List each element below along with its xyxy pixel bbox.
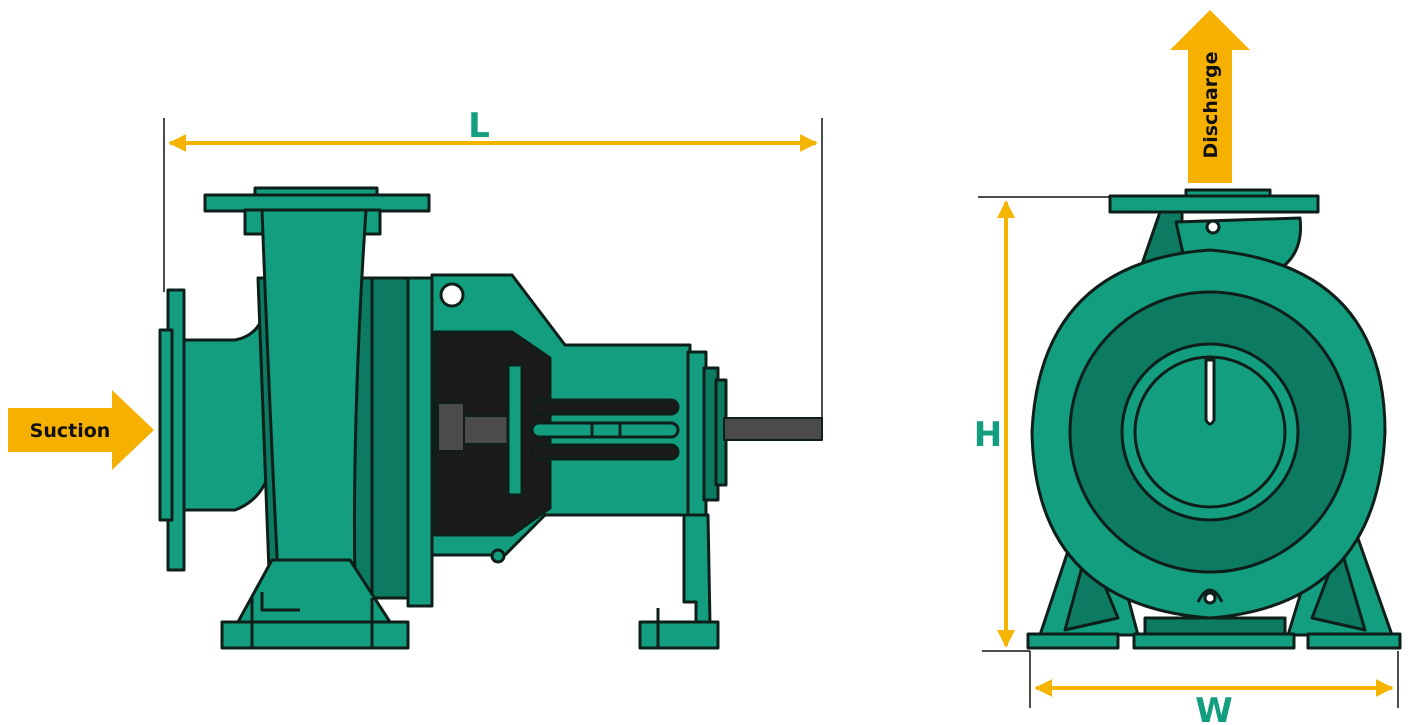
dimension-lines: L H W — [163, 106, 1399, 725]
pump-front-view — [1026, 188, 1402, 650]
length-label: L — [468, 106, 490, 146]
height-label: H — [974, 415, 1002, 455]
suction-arrow: Suction — [8, 390, 154, 470]
discharge-label: Discharge — [1200, 51, 1222, 158]
discharge-arrow: Discharge — [1170, 10, 1250, 183]
width-label: W — [1195, 691, 1233, 725]
suction-label: Suction — [30, 420, 111, 442]
pump-side-view — [158, 186, 823, 650]
